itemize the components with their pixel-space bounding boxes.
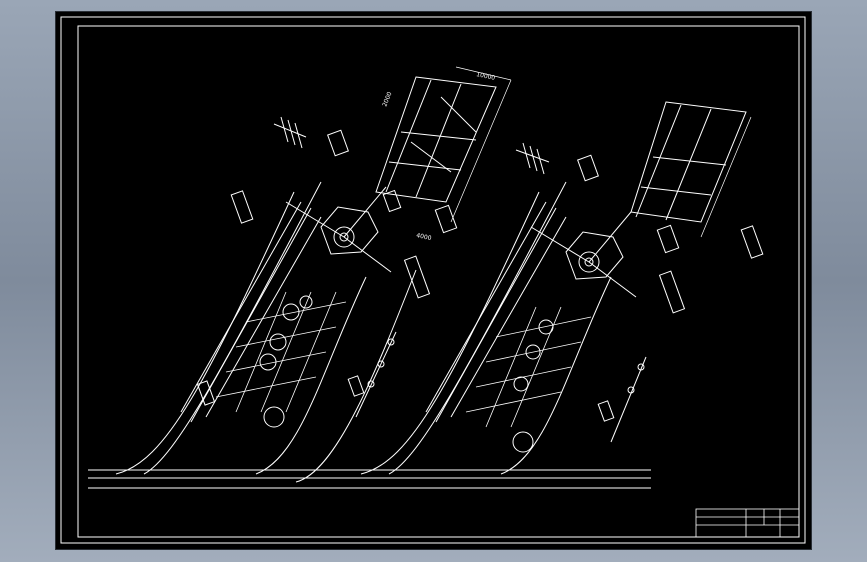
right-site-plan	[360, 101, 764, 475]
left-site-plan	[115, 66, 512, 483]
rail-lines	[88, 469, 651, 489]
drawing-sheet[interactable]: 10000 4000 2000	[55, 11, 812, 550]
dim-text-small: 2000	[381, 91, 393, 108]
left-hub-circle	[333, 226, 355, 248]
title-block	[695, 508, 800, 538]
outer-border	[60, 16, 806, 544]
dim-text-mid: 4000	[416, 232, 433, 242]
cad-drawing: 10000 4000 2000	[60, 16, 806, 544]
inner-border	[77, 25, 800, 538]
dim-text-top: 10000	[476, 71, 496, 82]
